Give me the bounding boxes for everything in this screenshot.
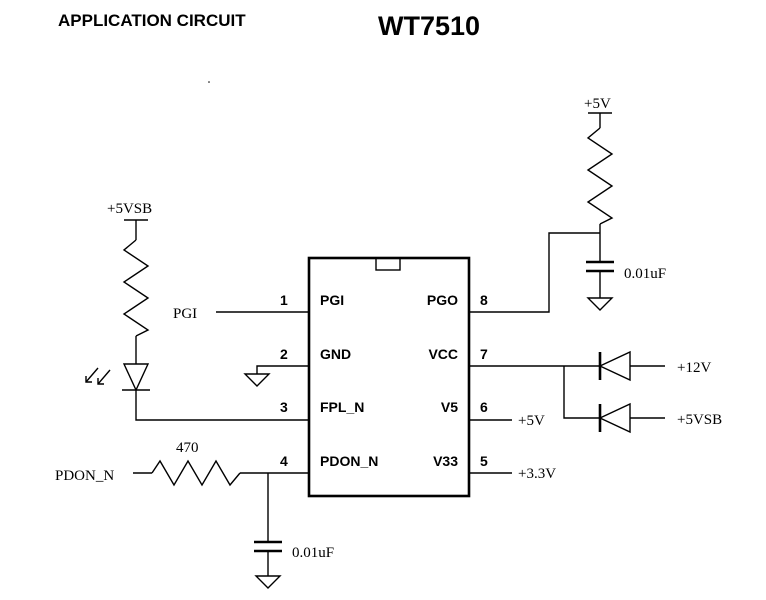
pin-label-fpl-n: FPL_N	[320, 399, 364, 415]
net-gnd-pin2	[243, 365, 309, 387]
net-vcc: +12V +5VSB	[469, 350, 722, 434]
pin-number-4: 4	[280, 453, 288, 469]
pin-number-6: 6	[480, 399, 488, 415]
net-pdon-n: PDON_N 470 0.01uF	[55, 440, 334, 589]
net-v33: +3.3V	[469, 466, 556, 482]
net-pgi: PGI	[173, 306, 309, 322]
pin-label-v5: V5	[441, 399, 458, 415]
ic-notch	[375, 257, 401, 271]
net-v5: +5V	[469, 413, 545, 429]
resistor-led	[122, 239, 150, 337]
pin-number-7: 7	[480, 346, 488, 362]
pin-number-2: 2	[280, 346, 288, 362]
label-v5-pin6: +5V	[518, 413, 545, 429]
label-cap-pgo: 0.01uF	[624, 266, 666, 282]
pin-label-vcc: VCC	[428, 346, 458, 362]
label-v33: +3.3V	[518, 466, 556, 482]
part-number-title: WT7510	[378, 11, 480, 41]
pin-label-pgi: PGI	[320, 292, 344, 308]
pin-number-5: 5	[480, 453, 488, 469]
diode-12v-icon	[598, 350, 631, 382]
ground-icon	[243, 373, 271, 387]
section-title: APPLICATION CIRCUIT	[58, 11, 246, 30]
pin-label-v33: V33	[433, 453, 458, 469]
stray-dot	[208, 81, 210, 83]
resistor-pullup	[586, 127, 614, 225]
led-light-arrows-icon	[85, 367, 111, 385]
resistor-470	[151, 459, 241, 487]
ic-wt7510: PGI GND FPL_N PDON_N V33 V5 VCC PGO 1 2 …	[280, 256, 488, 498]
label-12v: +12V	[677, 360, 711, 376]
label-vsb-top: +5VSB	[107, 201, 152, 217]
pin-label-pgo: PGO	[427, 292, 458, 308]
pin-label-gnd: GND	[320, 346, 351, 362]
ground-icon	[254, 575, 282, 589]
label-cap-pdon: 0.01uF	[292, 545, 334, 561]
label-v5-top: +5V	[584, 96, 611, 112]
label-pdon-n: PDON_N	[55, 468, 114, 484]
diode-5vsb-icon	[598, 402, 631, 434]
pin-number-3: 3	[280, 399, 288, 415]
pin-label-pdon-n: PDON_N	[320, 453, 378, 469]
label-pgi: PGI	[173, 306, 197, 322]
pin-number-1: 1	[280, 292, 288, 308]
label-vsb-right: +5VSB	[677, 412, 722, 428]
net-pgo: +5V 0.01uF	[469, 96, 666, 313]
label-resistor-470: 470	[176, 440, 199, 456]
ground-icon	[586, 297, 614, 311]
pin-number-8: 8	[480, 292, 488, 308]
net-fpl-n: +5VSB	[85, 201, 309, 421]
led-icon	[122, 363, 150, 392]
